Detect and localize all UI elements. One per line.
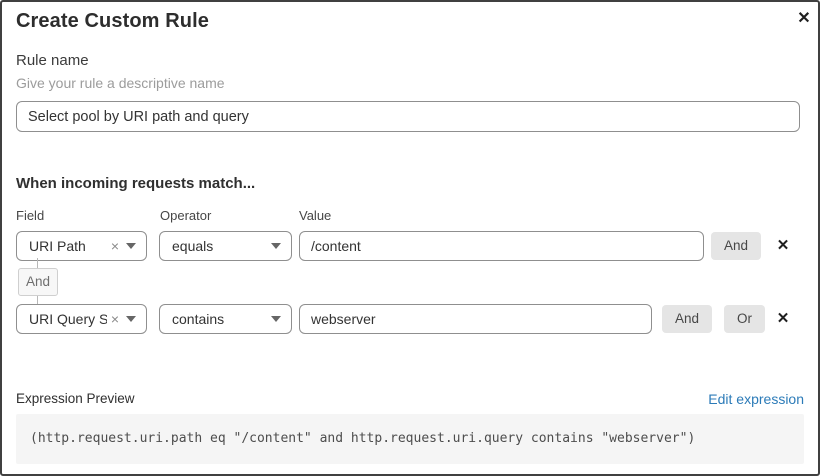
clear-selection-icon[interactable]: × [110,238,119,254]
expression-code-block: (http.request.uri.path eq "/content" and… [16,414,804,464]
and-connector-badge: And [18,268,58,296]
chevron-down-icon [126,316,136,322]
match-section-heading: When incoming requests match... [16,175,256,192]
add-and-condition-button-row-1[interactable]: And [711,232,762,260]
expression-preview-label: Expression Preview [16,391,135,406]
field-dropdown-row-2[interactable]: URI Query St... × [16,304,147,334]
delete-row-icon[interactable]: ✕ [776,310,790,327]
operator-dropdown-row-2[interactable]: contains [159,304,292,334]
add-or-condition-button-row-2[interactable]: Or [724,305,765,333]
field-dropdown-row-1-value: URI Path [29,238,86,254]
rule-name-label: Rule name [16,52,89,69]
edit-expression-link[interactable]: Edit expression [708,391,804,407]
operator-dropdown-row-2-value: contains [172,311,225,327]
field-dropdown-row-1[interactable]: URI Path × [16,231,147,261]
column-label-operator: Operator [160,208,212,223]
column-label-field: Field [16,208,45,223]
rule-name-hint: Give your rule a descriptive name [16,75,225,91]
chevron-down-icon [126,243,136,249]
value-input-row-1[interactable] [299,231,704,261]
clear-selection-icon[interactable]: × [110,311,119,327]
delete-row-icon[interactable]: ✕ [776,237,790,254]
operator-dropdown-row-1[interactable]: equals [159,231,292,261]
close-icon[interactable]: ✕ [797,10,811,27]
dialog-title: Create Custom Rule [16,10,209,32]
value-input-row-2[interactable] [299,304,652,334]
operator-dropdown-row-1-value: equals [172,238,214,254]
rule-name-input[interactable] [16,101,800,132]
add-and-condition-button-row-2[interactable]: And [662,305,713,333]
chevron-down-icon [271,243,281,249]
column-label-value: Value [299,208,332,223]
field-dropdown-row-2-value: URI Query St... [29,311,107,327]
chevron-down-icon [271,316,281,322]
